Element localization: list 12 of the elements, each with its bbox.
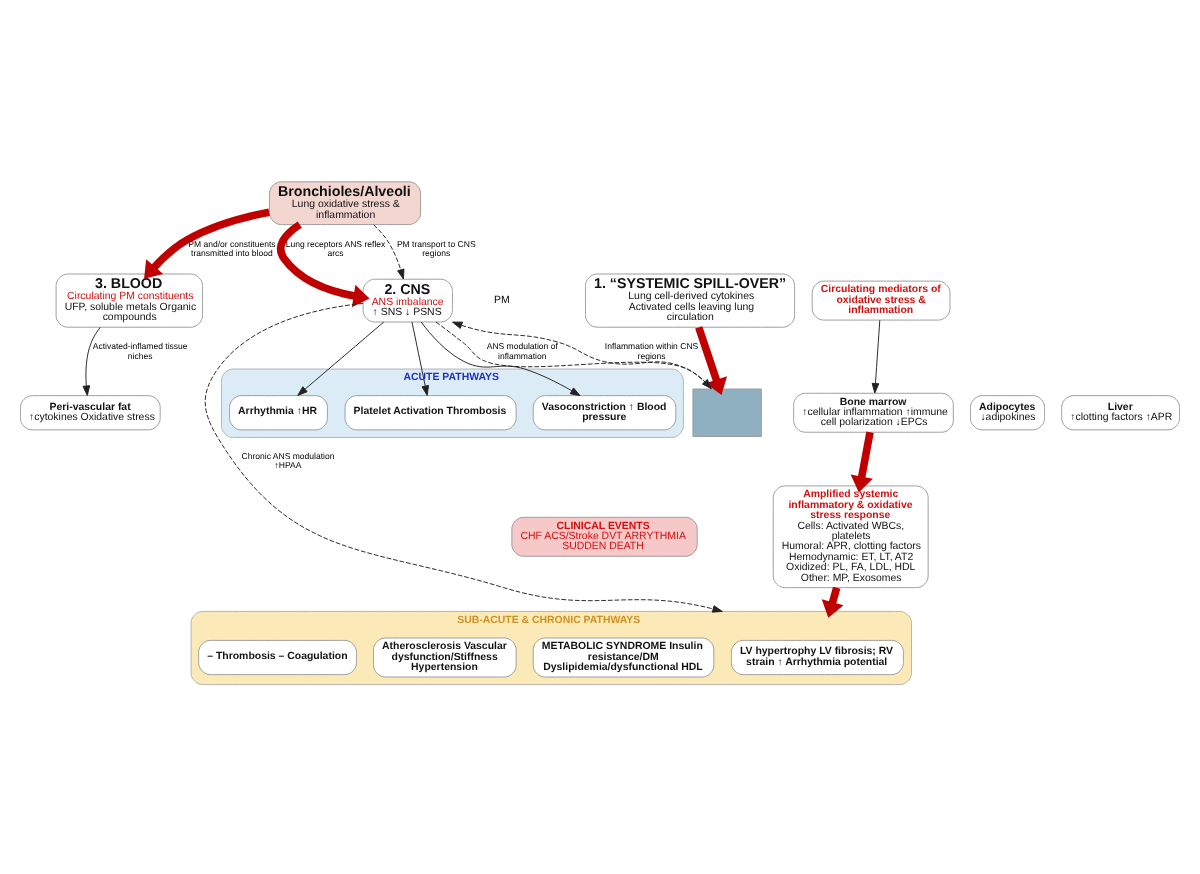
arrow: [871, 319, 881, 394]
arrow: [297, 321, 385, 396]
arrow: [82, 326, 101, 396]
arrow: [420, 321, 581, 397]
arrow: [695, 326, 728, 396]
arrow: [373, 224, 405, 280]
arrow: [204, 302, 723, 613]
arrow: [850, 431, 874, 493]
arrow: [821, 586, 844, 618]
arrow: [144, 208, 270, 279]
node-box: [692, 388, 762, 437]
arrow: [276, 221, 370, 308]
